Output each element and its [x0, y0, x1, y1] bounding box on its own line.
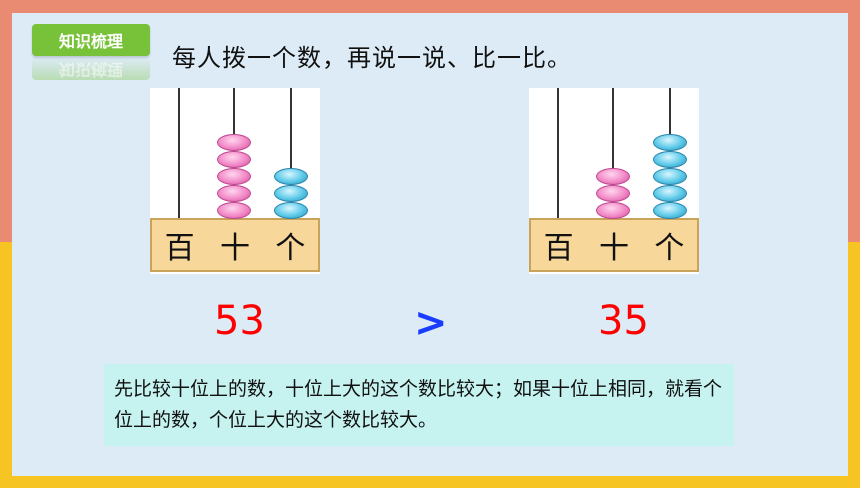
bead-tens [217, 134, 251, 151]
bead-tens [596, 202, 630, 219]
place-label-ones: 个 [275, 231, 306, 266]
bead-ones [653, 185, 687, 202]
abacus-right: 百 十 个 [529, 88, 699, 274]
abacus-base: 百 十 个 [150, 218, 320, 272]
abacus-rod-hundreds [178, 88, 180, 220]
abacus-base: 百 十 个 [529, 218, 699, 272]
abacus-left: 百 十 个 [150, 88, 320, 274]
rule-note: 先比较十位上的数，十位上大的这个数比较大；如果十位上相同，就看个位上的数，个位上… [104, 364, 734, 446]
number-right: 35 [598, 298, 649, 344]
bead-ones [653, 134, 687, 151]
section-tag-reflection: 知识梳理 [32, 58, 150, 80]
abacus-rod-ones [290, 88, 292, 220]
number-left: 53 [214, 298, 265, 344]
place-label-hundreds: 百 [164, 231, 195, 266]
bead-tens [217, 202, 251, 219]
abacus-rod-tens [612, 88, 614, 220]
place-label-tens: 十 [598, 231, 629, 266]
bead-tens [596, 168, 630, 185]
place-label-ones: 个 [654, 231, 685, 266]
bead-tens [217, 168, 251, 185]
bead-tens [596, 185, 630, 202]
instruction-text: 每人拨一个数，再说一说、比一比。 [172, 44, 572, 72]
bead-ones [274, 185, 308, 202]
bead-tens [217, 151, 251, 168]
bead-ones [653, 168, 687, 185]
abacus-rod-hundreds [557, 88, 559, 220]
place-label-hundreds: 百 [543, 231, 574, 266]
place-label-tens: 十 [219, 231, 250, 266]
bead-tens [217, 185, 251, 202]
bead-ones [274, 202, 308, 219]
bead-ones [274, 168, 308, 185]
bead-ones [653, 202, 687, 219]
bead-ones [653, 151, 687, 168]
section-tag: 知识梳理 [32, 24, 150, 56]
comparison-symbol: > [414, 300, 448, 346]
